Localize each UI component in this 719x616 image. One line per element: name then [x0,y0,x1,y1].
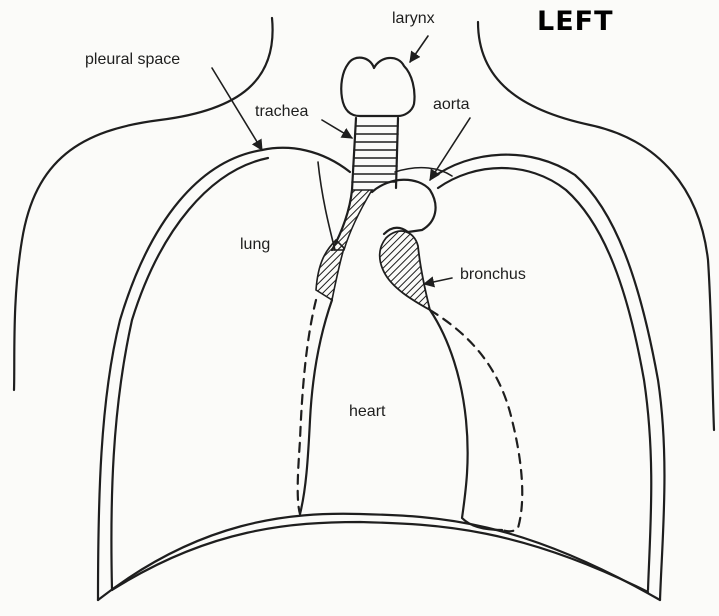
label-aorta: aorta [433,96,469,114]
larynx-shape [341,58,414,116]
left-lung-medial [318,162,335,250]
aorta-arrow [430,118,470,180]
heart-right-border [430,310,502,530]
larynx-arrow [410,36,428,62]
bronchus-arrow [424,278,452,284]
heart-dashed-left [298,300,316,514]
aortic-arch [372,180,436,234]
label-lung: lung [240,236,270,254]
neck-base-right [395,168,452,176]
label-bronchus: bronchus [460,266,526,284]
right-lung-outer [432,155,664,600]
diaphragm-inner [112,522,648,592]
body-outline-left [14,18,273,390]
label-trachea: trachea [255,103,308,121]
right-bronchus [380,231,430,310]
right-lung-inner [438,168,651,590]
heart-outline [300,300,332,514]
side-marker-left: LEFT [537,6,614,37]
trachea-rings [352,126,398,182]
trachea-arrow [322,120,352,138]
diaphragm [98,514,660,600]
left-lung-apex [262,148,350,172]
heart-dashed-right [430,310,522,531]
label-heart: heart [349,403,385,421]
left-bronchus [316,240,344,300]
label-pleural-space: pleural space [85,51,180,69]
label-larynx: larynx [392,10,435,28]
